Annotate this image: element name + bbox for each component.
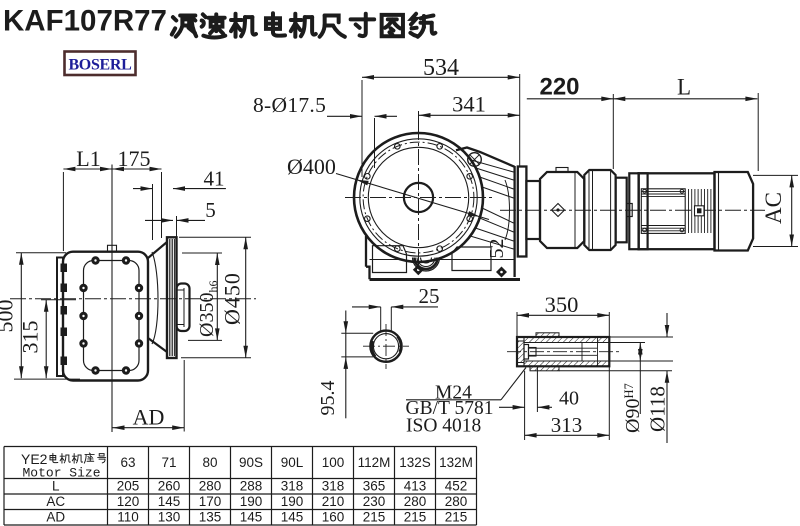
svg-text:215: 215 [363,510,386,525]
svg-text:40: 40 [559,388,579,410]
svg-text:ISO 4018: ISO 4018 [406,416,481,437]
svg-text:5: 5 [205,198,216,222]
svg-text:120: 120 [117,494,140,509]
svg-text:145: 145 [281,510,304,525]
svg-text:71: 71 [161,455,176,470]
svg-text:145: 145 [158,494,181,509]
svg-text:GB/T 5781: GB/T 5781 [406,398,494,419]
svg-text:413: 413 [404,479,427,494]
svg-text:230: 230 [363,494,386,509]
svg-text:132M: 132M [439,455,473,470]
svg-text:AD: AD [46,510,65,525]
svg-text:315: 315 [18,321,43,354]
svg-text:130: 130 [158,510,181,525]
svg-text:500: 500 [0,300,18,333]
svg-text:350: 350 [545,292,579,317]
svg-text:313: 313 [551,413,583,437]
svg-text:95.4: 95.4 [317,381,339,416]
svg-text:260: 260 [158,479,181,494]
svg-text:135: 135 [199,510,222,525]
svg-text:AD: AD [133,405,165,430]
svg-text:100: 100 [322,455,345,470]
svg-text:341: 341 [452,92,486,117]
svg-text:170: 170 [199,494,222,509]
svg-text:AC: AC [761,192,786,224]
svg-text:318: 318 [281,479,304,494]
svg-text:AC: AC [46,494,65,509]
svg-text:80: 80 [202,455,217,470]
svg-text:YE2: YE2 [21,451,48,467]
svg-text:L: L [677,75,691,100]
svg-text:BOSERL: BOSERL [68,57,131,74]
svg-text:215: 215 [404,510,427,525]
svg-text:112M: 112M [358,455,391,470]
svg-text:Ø400: Ø400 [287,154,336,179]
svg-text:Ø450: Ø450 [220,272,245,325]
svg-text:L1: L1 [76,146,100,171]
svg-text:190: 190 [240,494,263,509]
svg-text:210: 210 [322,494,345,509]
svg-text:215: 215 [445,510,468,525]
svg-text:Motor Size: Motor Size [23,466,101,481]
svg-text:220: 220 [539,74,579,101]
svg-text:175: 175 [118,146,151,171]
svg-text:KAF107R77: KAF107R77 [3,5,167,38]
svg-text:534: 534 [423,55,459,81]
svg-text:160: 160 [322,510,345,525]
svg-text:365: 365 [363,479,386,494]
svg-text:288: 288 [240,479,263,494]
svg-text:318: 318 [322,479,345,494]
svg-text:L: L [52,479,60,494]
svg-text:M24: M24 [435,383,472,404]
svg-text:90S: 90S [239,455,263,470]
svg-text:63: 63 [120,455,135,470]
svg-text:90L: 90L [281,455,304,470]
svg-text:41: 41 [204,167,225,191]
svg-text:280: 280 [404,494,427,509]
svg-text:280: 280 [199,479,222,494]
svg-text:205: 205 [117,479,140,494]
svg-text:Ø118: Ø118 [646,386,670,432]
svg-text:110: 110 [117,510,139,525]
svg-text:52: 52 [486,239,508,259]
svg-text:25: 25 [419,284,440,308]
svg-text:8-Ø17.5: 8-Ø17.5 [253,93,326,117]
svg-text:190: 190 [281,494,304,509]
svg-text:132S: 132S [399,455,431,470]
svg-text:452: 452 [445,479,468,494]
svg-text:280: 280 [445,494,468,509]
svg-text:145: 145 [240,510,263,525]
